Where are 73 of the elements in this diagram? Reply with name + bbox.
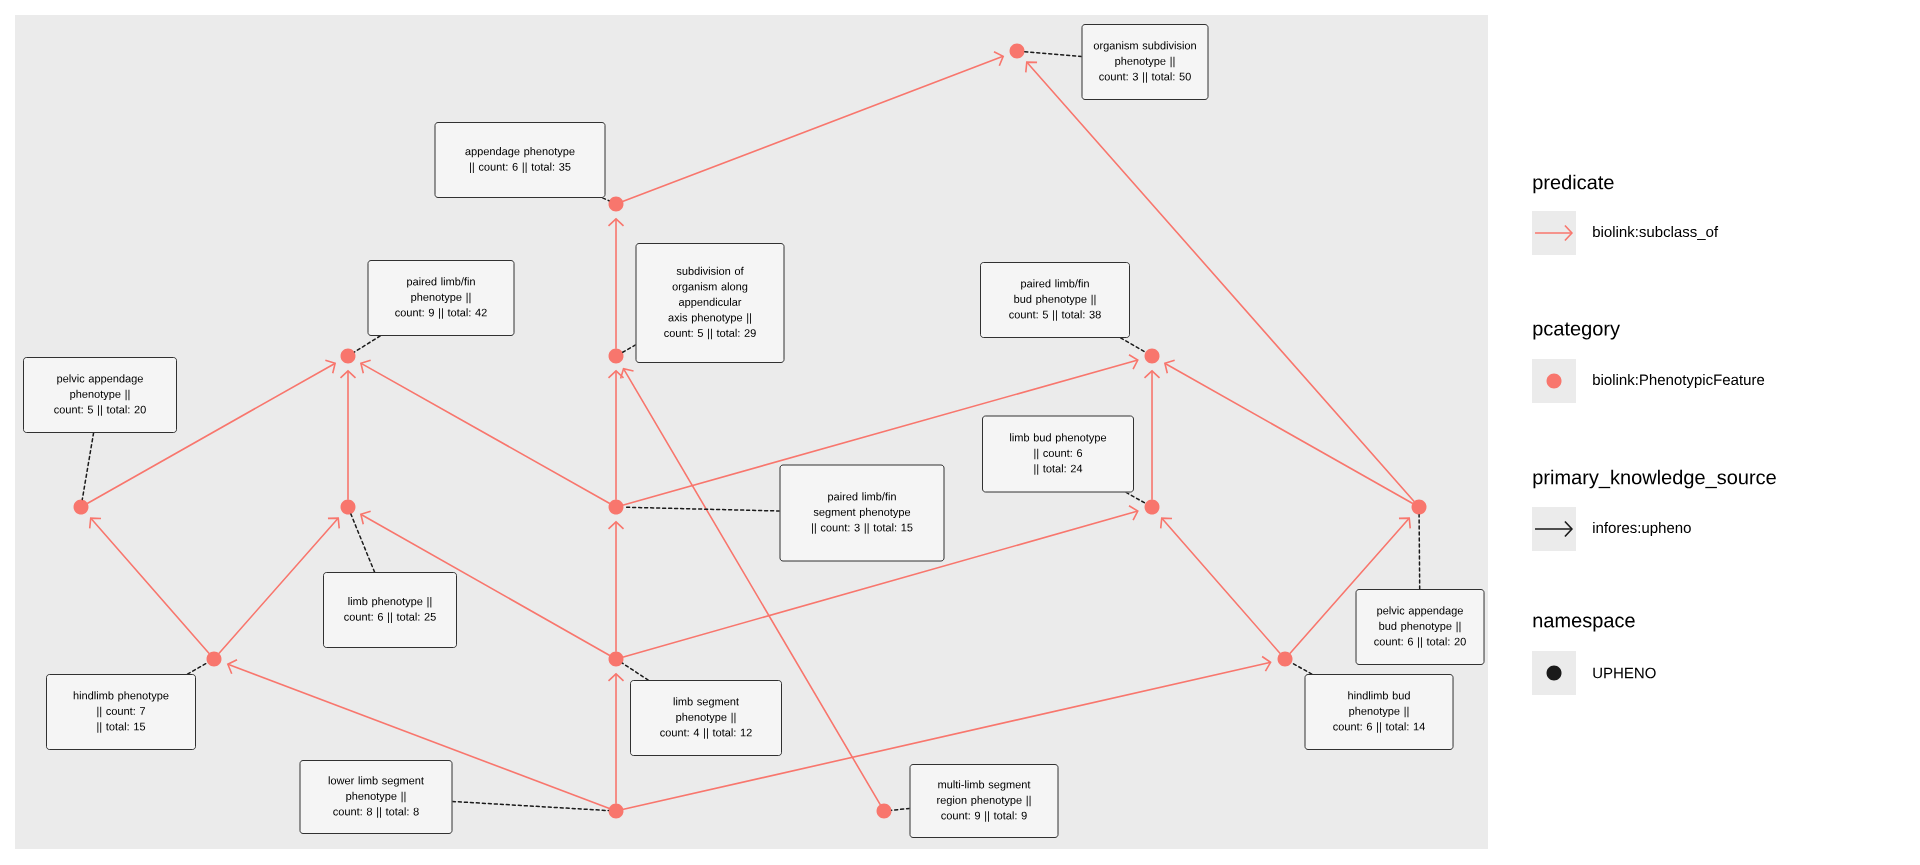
- arrow: [339, 369, 357, 501]
- leader-line: [186, 662, 209, 675]
- arrow: [622, 655, 1272, 811]
- arrow: [88, 517, 210, 654]
- arrow: [607, 217, 625, 350]
- label-box: pelvic appendage phenotype || count: 5 || total: 20: [23, 357, 177, 433]
- point-marker: [608, 348, 624, 364]
- leader-line: [1290, 662, 1313, 675]
- point-marker: [608, 803, 624, 819]
- label-box: limb segment phenotype || count: 4 || total: 12: [630, 680, 782, 756]
- point-marker: [608, 651, 624, 667]
- label-box: limb bud phenotype || count: 6 || total: 24: [982, 415, 1134, 493]
- leader-line: [890, 807, 910, 811]
- leader-line: [621, 344, 637, 353]
- leader-line: [601, 197, 610, 202]
- point-marker: [73, 499, 89, 515]
- arrow: [86, 359, 337, 505]
- label-box: lower limb segment phenotype || count: 8 || total: 8: [299, 760, 453, 834]
- leader-line: [1023, 50, 1082, 58]
- point-marker: [1144, 348, 1160, 364]
- legend-title: pcategory: [1533, 322, 1620, 340]
- legend-title: predicate: [1533, 174, 1614, 194]
- leader-line: [1119, 337, 1147, 353]
- arrow: [1025, 61, 1415, 503]
- point-marker: [340, 348, 356, 364]
- arrow: [622, 50, 1005, 203]
- arrow: [359, 359, 611, 505]
- point-marker: [608, 196, 624, 212]
- leader-line: [621, 662, 649, 681]
- label-box: subdivision of organism along appendicular axis phenotype || count: 5 || total: 29: [635, 243, 785, 363]
- legend-text: biolink:PhenotypicFeature: [1593, 374, 1765, 388]
- legend-text: UPHENO: [1593, 667, 1656, 679]
- arrow: [607, 520, 625, 653]
- arrow: [1289, 517, 1412, 655]
- label-box: appendage phenotype || count: 6 || total: 35: [434, 122, 606, 198]
- leader-line: [81, 432, 95, 501]
- arrow: [619, 367, 881, 806]
- point-marker: [876, 803, 892, 819]
- arrow: [218, 517, 341, 655]
- point-marker: [1009, 43, 1025, 59]
- label-box: paired limb/fin bud phenotype || count: 5 || total: 38: [980, 262, 1130, 338]
- leader-line: [452, 800, 610, 812]
- label-box: limb phenotype || count: 6 || total: 25: [323, 572, 457, 648]
- arrow: [607, 369, 625, 501]
- arrow: [1163, 359, 1414, 505]
- legend-text: infores:upheno: [1593, 522, 1691, 536]
- arrow: [622, 504, 1139, 658]
- legend-title: primary_knowledge_source: [1533, 469, 1776, 489]
- label-box: multi-limb segment region phenotype || count: 9 || total: 9: [909, 764, 1059, 838]
- leader-line: [350, 513, 376, 573]
- label-box: organism subdivision phenotype || count: 3 || total: 50: [1081, 24, 1209, 100]
- arrow: [359, 510, 611, 656]
- point-marker: [340, 499, 356, 515]
- legend-title: namespace: [1533, 616, 1635, 632]
- arrow: [607, 672, 625, 805]
- arrow: [1159, 517, 1281, 654]
- leader-line: [1418, 513, 1421, 590]
- point-marker: [1411, 499, 1427, 515]
- point-marker: [1277, 651, 1293, 667]
- arrow: [1143, 369, 1161, 501]
- point-marker: [608, 499, 624, 515]
- legend-text: biolink:subclass_of: [1593, 226, 1719, 240]
- arrow: [226, 658, 610, 810]
- arrow: [622, 353, 1139, 506]
- leader-line: [1125, 491, 1147, 504]
- point-marker: [1144, 499, 1160, 515]
- leader-line: [353, 335, 381, 353]
- label-box: paired limb/fin segment phenotype || count: 3 || total: 15: [779, 464, 945, 562]
- point-marker: [206, 651, 222, 667]
- label-box: pelvic appendage bud phenotype || count: 6 || total: 20: [1355, 589, 1485, 665]
- label-box: hindlimb bud phenotype || count: 6 || total: 14: [1304, 674, 1454, 750]
- label-box: hindlimb phenotype || count: 7 || total: 15: [46, 674, 196, 750]
- label-box: paired limb/fin phenotype || count: 9 || total: 42: [367, 260, 515, 336]
